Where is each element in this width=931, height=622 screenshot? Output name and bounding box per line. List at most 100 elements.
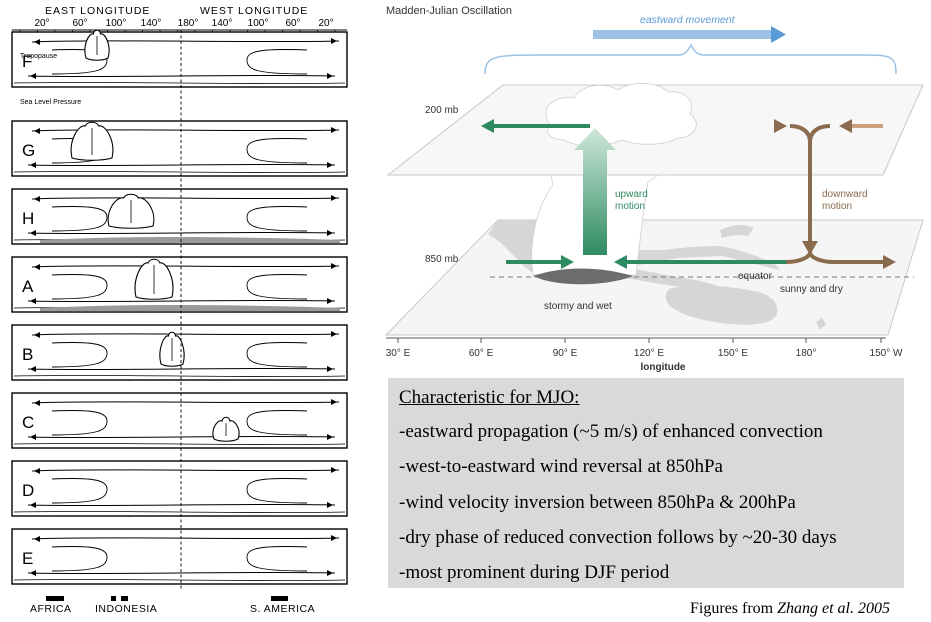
longitude-axis-label: longitude	[641, 362, 686, 373]
lower-arrowhead	[30, 162, 36, 168]
longitude-tick-labels: 30° E 60° E 90° E 120° E 150° E 180° 150…	[386, 348, 903, 359]
upward-label-line1: upward	[615, 189, 648, 200]
panel-label: A	[22, 277, 34, 296]
longitude-ticks	[397, 338, 882, 343]
surface-pressure-line	[13, 579, 346, 581]
circulation-cell	[246, 274, 308, 300]
lower-streamline	[27, 163, 336, 167]
lower-streamline	[27, 299, 336, 303]
panel-label: C	[22, 413, 34, 432]
tick-label: 100°	[106, 18, 127, 29]
indonesia-bar	[111, 596, 116, 601]
upper-arrowhead	[34, 39, 40, 45]
upper-arrowhead	[331, 127, 337, 133]
upper-west-arrowhead	[481, 119, 494, 133]
eastward-movement-label: eastward movement	[640, 14, 736, 26]
new-zealand	[816, 318, 826, 330]
lon-tick-label: 120° E	[634, 348, 664, 359]
surface-pressure-line	[13, 443, 346, 445]
mjo-item: -wind velocity inversion between 850hPa …	[399, 492, 796, 513]
region-south-america: S. AMERICA	[250, 603, 315, 615]
circulation-cell	[246, 546, 308, 572]
equator-label: equator	[738, 271, 773, 282]
circulation-cell	[246, 342, 308, 368]
africa-bar	[46, 596, 64, 601]
upper-inflow-arrowhead	[839, 119, 852, 133]
lower-arrowhead	[327, 570, 333, 576]
lower-arrowhead	[327, 298, 333, 304]
panel-label: H	[22, 209, 34, 228]
upper-arrowhead	[331, 535, 337, 541]
circulation-cell	[246, 478, 308, 504]
surface-pressure-line	[13, 375, 346, 377]
upper-arrowhead	[34, 264, 40, 270]
mjo-circulation-panels: EAST LONGITUDE WEST LONGITUDE 20° 60° 10…	[11, 5, 348, 615]
lower-streamline	[27, 435, 336, 439]
eastward-arrow-head	[771, 26, 786, 43]
mjo-item: -dry phase of reduced convection follows…	[399, 527, 837, 548]
panel-frame	[11, 392, 348, 449]
region-africa: AFRICA	[30, 603, 72, 615]
mjo-heading: Characteristic for MJO:	[399, 387, 580, 408]
lower-arrowhead	[30, 298, 36, 304]
lower-arrowhead	[30, 434, 36, 440]
downward-label-line1: downward	[822, 189, 868, 200]
upper-arrowhead	[34, 128, 40, 134]
upper-arrowhead	[34, 468, 40, 474]
lower-arrowhead	[327, 366, 333, 372]
upper-arrowhead	[331, 399, 337, 405]
circulation-cell	[51, 410, 108, 436]
schematic-title: Madden-Julian Oscillation	[386, 5, 512, 17]
upper-arrowhead	[331, 467, 337, 473]
sunny-label: sunny and dry	[780, 284, 843, 295]
surface-shading	[40, 237, 340, 243]
upper-arrowhead	[34, 332, 40, 338]
upper-streamline	[31, 265, 340, 268]
lower-streamline	[27, 503, 336, 507]
circulation-cell	[246, 49, 308, 75]
upper-arrowhead	[331, 331, 337, 337]
cloud-anvil	[545, 83, 697, 147]
surface-shading	[40, 305, 340, 311]
circulation-cell	[51, 546, 108, 572]
circulation-cell	[51, 206, 108, 232]
lower-arrowhead	[30, 73, 36, 79]
circulation-cell	[246, 410, 308, 436]
figure-credit: Figures from Zhang et al. 2005	[690, 600, 890, 618]
mjo-item: -eastward propagation (~5 m/s) of enhanc…	[399, 421, 823, 442]
upper-arrowhead	[331, 38, 337, 44]
mjo-item: -most prominent during DJF period	[399, 562, 670, 583]
tick-label: 20°	[34, 18, 49, 29]
panel-label: D	[22, 481, 34, 500]
upper-arrowhead	[34, 196, 40, 202]
upper-arrowhead	[331, 195, 337, 201]
credit-citation: Zhang et al. 2005	[777, 600, 890, 617]
lower-arrowhead	[327, 230, 333, 236]
tropopause-label: Tropopause	[20, 53, 57, 60]
storm-rain	[533, 268, 633, 285]
lon-tick-label: 150° E	[718, 348, 748, 359]
downward-label-line2: motion	[822, 201, 852, 212]
low-west-arrowhead	[561, 255, 574, 269]
lon-tick-label: 150° W	[870, 348, 903, 359]
circulation-cell	[246, 206, 308, 232]
tick-label: 140°	[141, 18, 162, 29]
lower-arrowhead	[327, 73, 333, 79]
panel-label: E	[22, 549, 33, 568]
surface-pressure-line	[13, 82, 346, 84]
panel-frame	[11, 31, 348, 88]
upward-label-line2: motion	[615, 201, 645, 212]
south-america-bar	[271, 596, 288, 601]
panel-frame	[11, 460, 348, 517]
panel-frame	[11, 188, 348, 245]
lower-streamline	[27, 231, 336, 235]
circulation-cell	[246, 138, 308, 164]
west-longitude-header: WEST LONGITUDE	[200, 5, 308, 17]
low-east-arrowhead	[614, 255, 627, 269]
tick-label: 20°	[318, 18, 333, 29]
lower-arrowhead	[30, 570, 36, 576]
eastward-arrow-shaft	[593, 30, 773, 39]
eastward-brace	[484, 43, 897, 75]
lower-streamline	[27, 74, 336, 78]
